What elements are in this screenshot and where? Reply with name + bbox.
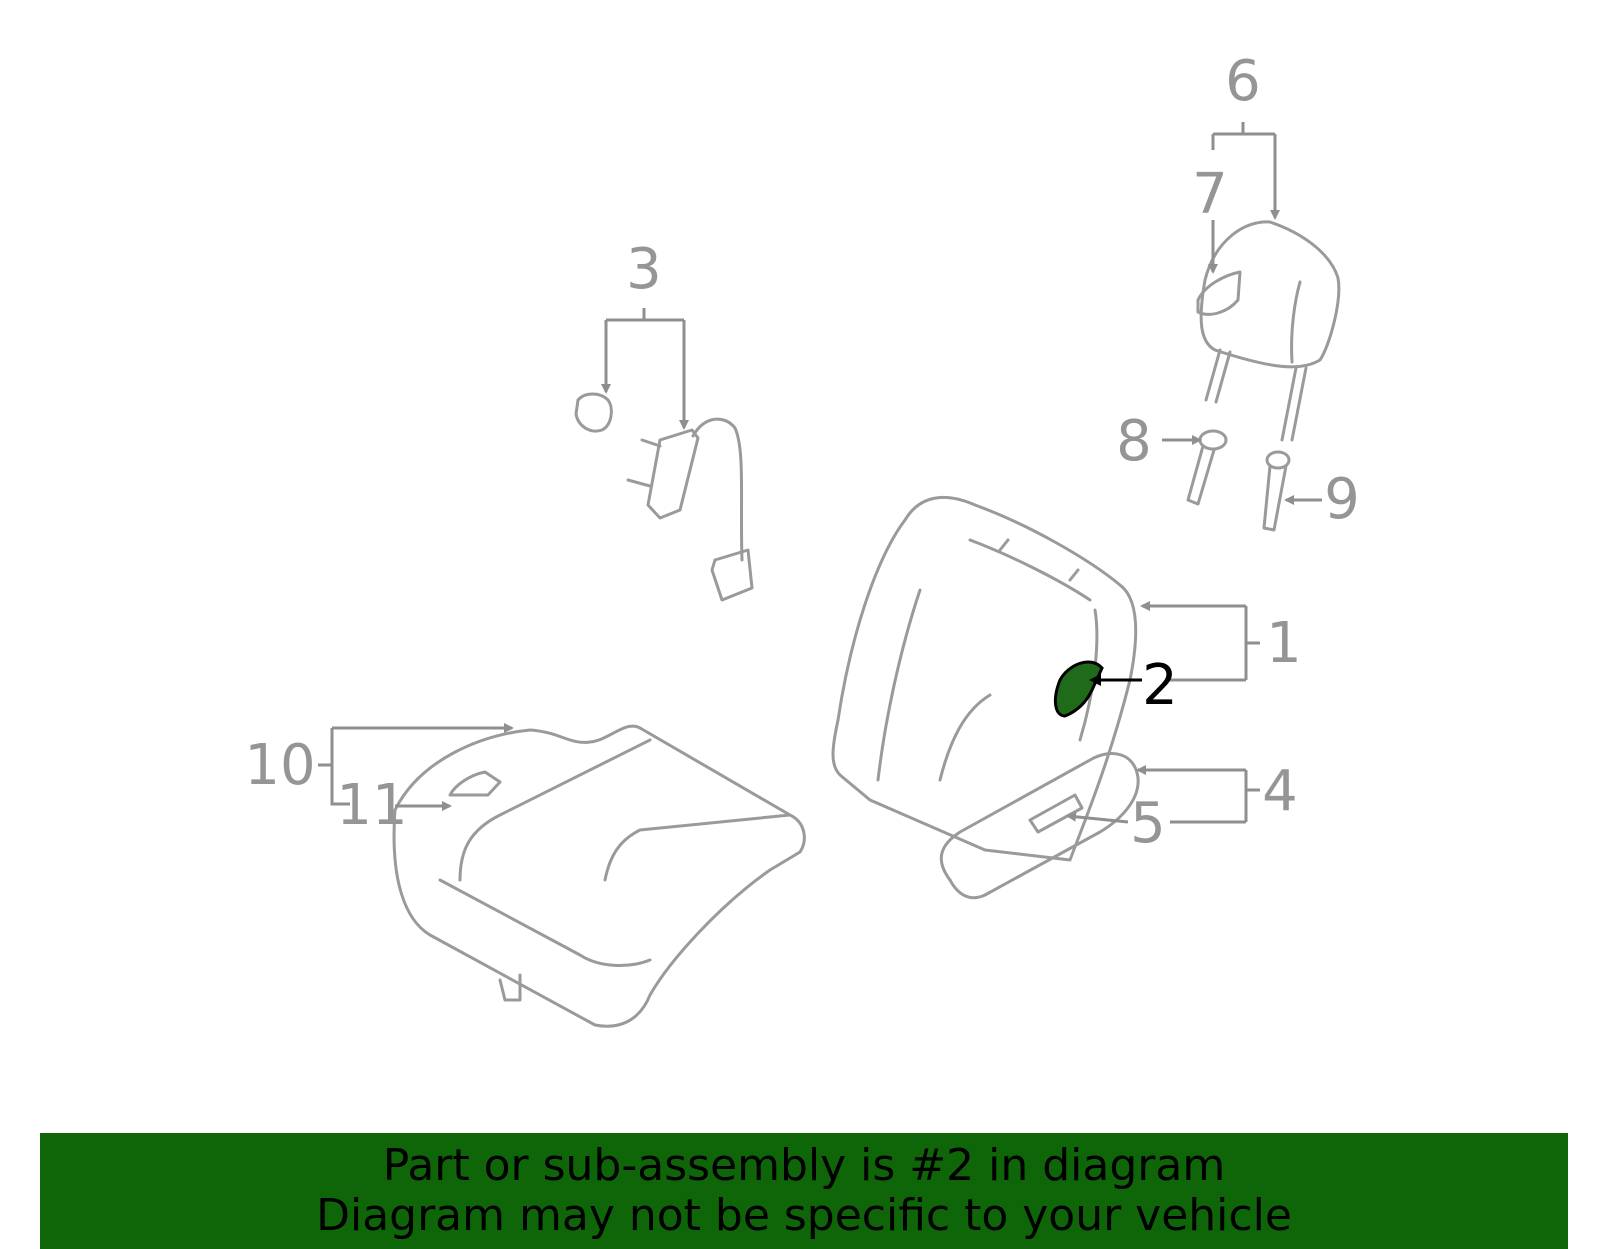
recliner-handle-highlighted	[1053, 660, 1104, 718]
seat-belt-assembly	[574, 392, 754, 602]
headrest-guide-left	[1186, 429, 1228, 506]
callout-3: 3	[626, 237, 662, 302]
callout-5: 5	[1130, 791, 1166, 856]
callout-8: 8	[1116, 409, 1152, 474]
info-banner: Part or sub-assembly is #2 in diagram Di…	[40, 1133, 1568, 1249]
seat-cushion	[392, 724, 806, 1028]
headrest	[1196, 220, 1341, 442]
callout-7: 7	[1192, 162, 1228, 227]
callout-11: 11	[336, 773, 407, 838]
callout-4: 4	[1262, 759, 1298, 824]
callout-9: 9	[1324, 467, 1360, 532]
callout-6: 6	[1225, 49, 1261, 114]
banner-line-disclaimer: Diagram may not be specific to your vehi…	[316, 1190, 1292, 1241]
leader-lines	[318, 122, 1322, 824]
callout-10: 10	[244, 733, 315, 798]
callout-1: 1	[1266, 611, 1302, 676]
armrest	[939, 752, 1140, 900]
headrest-guide-right	[1262, 450, 1291, 532]
callout-2: 2	[1142, 653, 1178, 718]
banner-line-part: Part or sub-assembly is #2 in diagram	[382, 1140, 1226, 1191]
